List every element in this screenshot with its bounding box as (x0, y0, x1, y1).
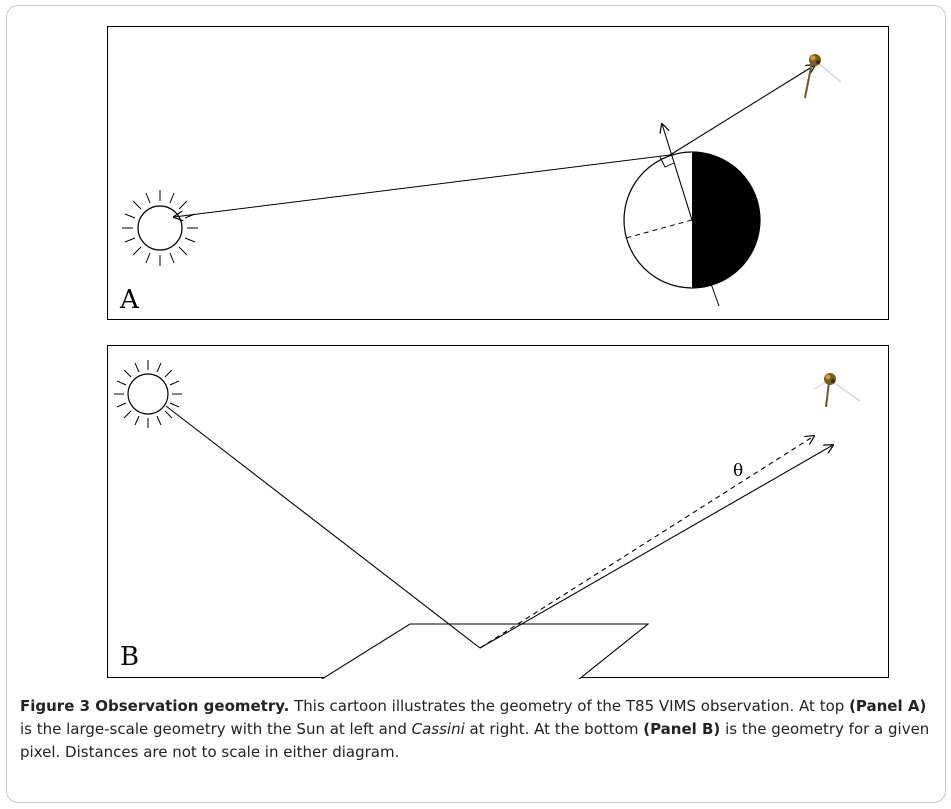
sun-icon (122, 190, 198, 266)
theta-label: θ (733, 461, 743, 481)
cassini-spacecraft-icon (804, 53, 842, 99)
caption-sentence-2a: is the large-scale geometry with the Sun… (20, 720, 412, 738)
spin-axis (709, 280, 720, 307)
caption-sentence-1: This cartoon illustrates the geometry of… (289, 697, 850, 715)
cassini-name: Cassini (411, 720, 465, 738)
view-direction-dashed (479, 436, 814, 649)
cassini-spacecraft-icon (813, 373, 861, 408)
specular-ray (479, 445, 833, 649)
panel-b: θ B (107, 345, 889, 679)
figure-label: Figure 3 Observation geometry. (20, 697, 290, 715)
panel-b-ref: (Panel B) (643, 720, 721, 738)
caption-sentence-3: is the geometry for a given pixel. Dista… (20, 720, 930, 761)
panel-a-diagram (122, 53, 842, 307)
figure-frame (6, 5, 946, 803)
caption-sentence-2b: at right. At the bottom (464, 720, 644, 738)
panel-a-ref: (Panel A) (849, 697, 927, 715)
panel-b-diagram: θ (114, 360, 861, 679)
panel-letter-a: A (120, 285, 139, 315)
reflected-ray (669, 65, 815, 156)
sun-icon (114, 360, 182, 428)
right-angle-mark (659, 156, 675, 168)
surface-pixel (320, 623, 650, 679)
figure-caption: Figure 3 Observation geometry. This cart… (20, 695, 940, 764)
sun-ray (174, 154, 671, 217)
panel-a: A (107, 26, 889, 320)
surface-normal (662, 124, 693, 221)
panel-letter-b: B (120, 642, 140, 672)
incident-ray (165, 405, 481, 649)
